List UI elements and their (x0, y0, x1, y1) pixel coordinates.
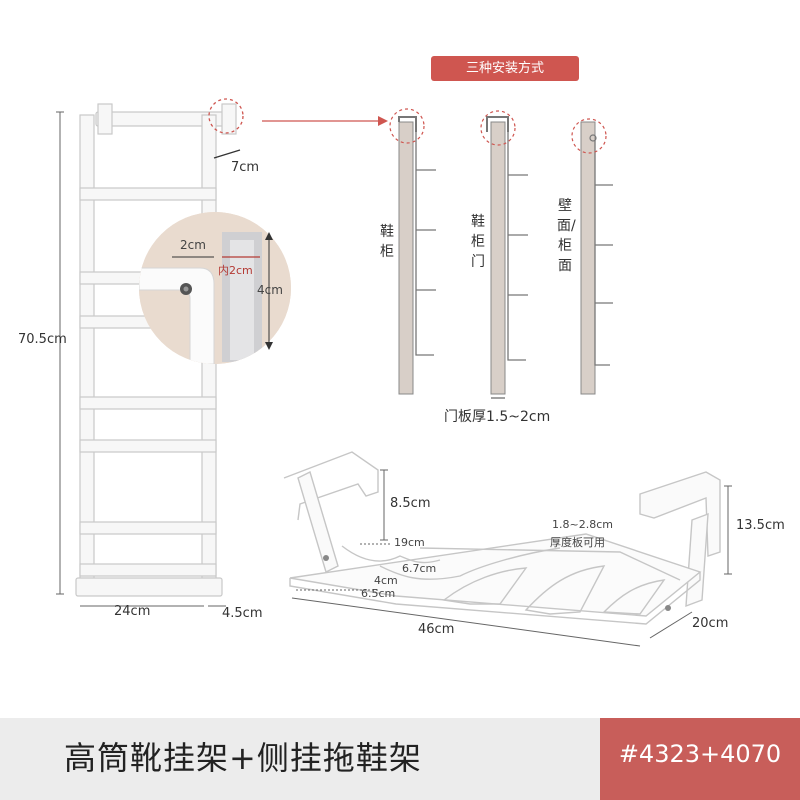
slot-label-2: 4cm (374, 574, 398, 587)
product-name: 高筒靴挂架+侧挂拖鞋架 (64, 739, 422, 777)
mount-label-cabinet-door: 鞋柜门 (471, 214, 485, 270)
install-methods-badge: 三种安装方式 (431, 56, 579, 81)
pointer-arrow-head (378, 116, 388, 126)
slot-label-3: 6.5cm (361, 587, 396, 600)
rack-width-label: 46cm (418, 622, 455, 637)
hook-height-label: 8.5cm (390, 496, 431, 511)
door-thickness-label: 门板厚1.5~2cm (444, 409, 551, 425)
ladder-depth-label: 4.5cm (222, 606, 263, 621)
product-code-badge (600, 718, 800, 800)
slot-label-1: 6.7cm (402, 562, 437, 575)
hook-depth-arrow (213, 149, 241, 159)
inset-height-label: 4cm (257, 283, 283, 297)
board-thickness-label-1: 1.8~2.8cm (552, 518, 613, 531)
inset-inner-label: 内2cm (218, 264, 253, 277)
ladder-height-label: 70.5cm (18, 332, 67, 347)
hook-highlight-circle (208, 98, 244, 134)
inset-width-label: 2cm (180, 238, 206, 252)
mount-board-3 (571, 118, 613, 395)
rack-depth-label: 20cm (692, 616, 729, 631)
mount-label-cabinet: 鞋柜 (380, 224, 394, 260)
total-height-label: 13.5cm (736, 518, 785, 533)
mount-label-wall: 壁面/柜面 (557, 198, 576, 274)
mount-board-2 (480, 110, 528, 399)
mount-board-1 (389, 108, 436, 395)
inner-depth-label: 19cm (394, 536, 425, 549)
slipper-rack-dimension-lines (291, 469, 732, 647)
product-code: #4323+4070 (618, 740, 782, 768)
ladder-dimension-lines (56, 111, 226, 607)
slipper-rack (283, 451, 721, 625)
ladder-width-label: 24cm (114, 604, 151, 619)
board-thickness-label-2: 厚度板可用 (550, 536, 605, 549)
detail-inset (139, 212, 291, 364)
hook-depth-label: 7cm (231, 160, 260, 175)
